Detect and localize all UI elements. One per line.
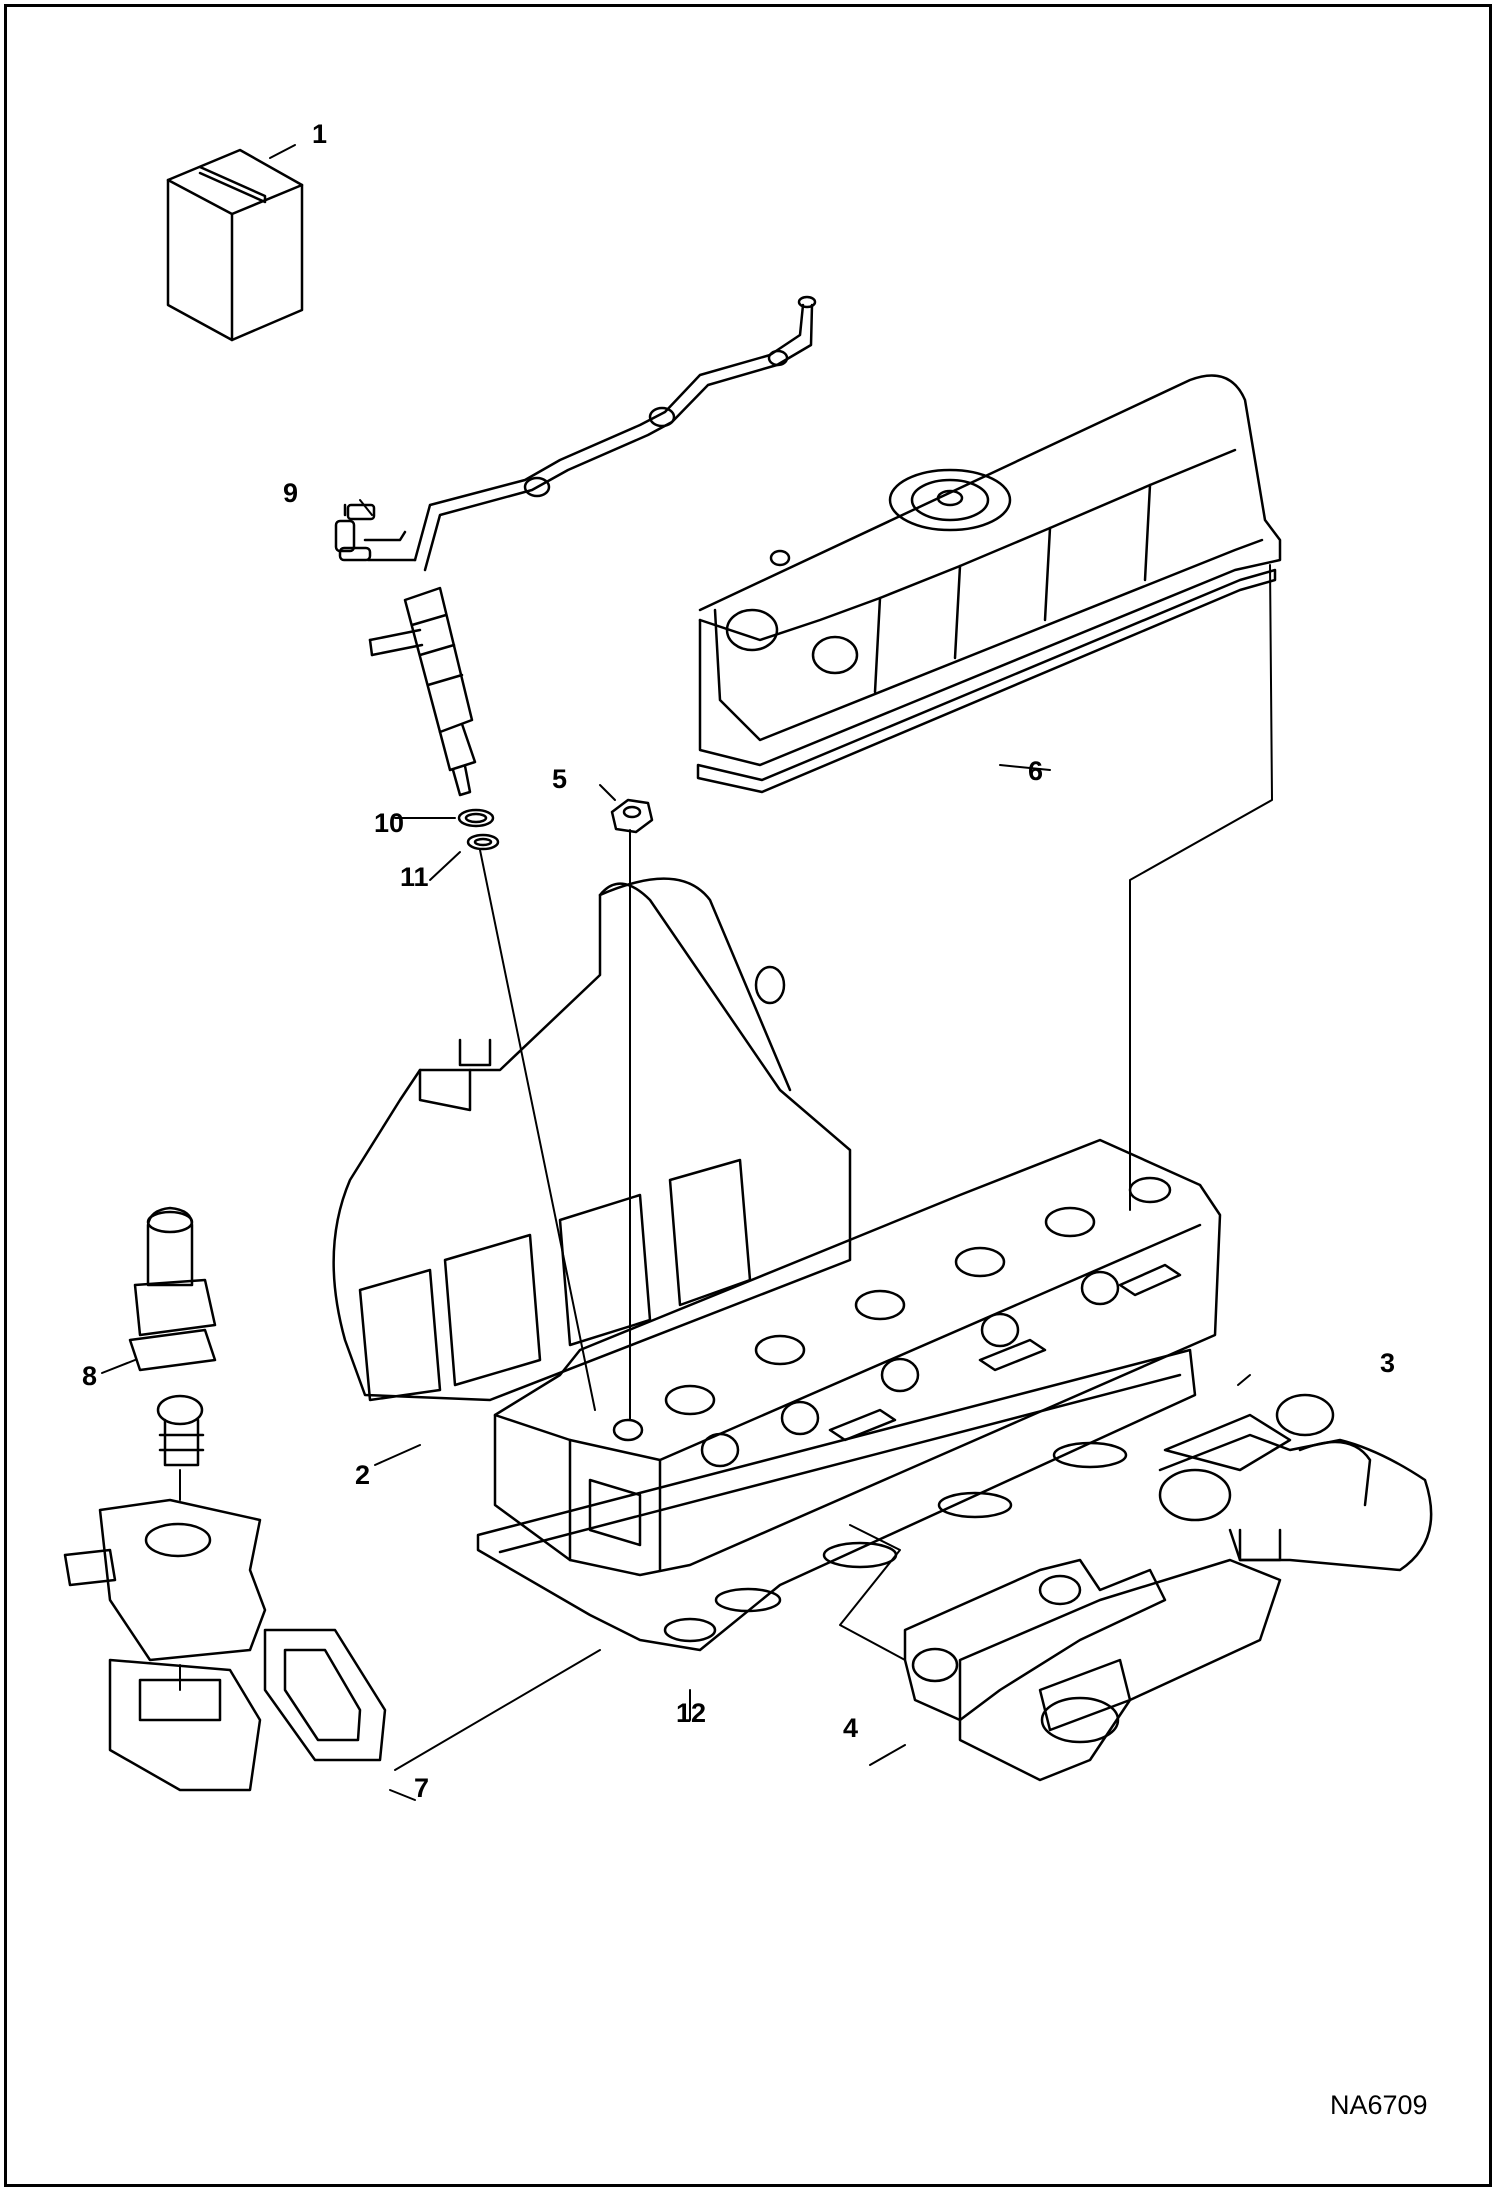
leader-lines <box>101 144 1273 1801</box>
callout-3: 3 <box>1380 1348 1396 1378</box>
intake-manifold <box>332 877 852 1402</box>
exhaust-manifold <box>958 1393 1433 1782</box>
callout-9: 9 <box>283 478 299 508</box>
callout-2: 2 <box>355 1460 371 1490</box>
thermostat-cover <box>128 1206 217 1372</box>
callout-4: 4 <box>843 1713 859 1743</box>
callout-8: 8 <box>82 1361 98 1391</box>
callout-1: 1 <box>312 119 328 149</box>
cylinder-head <box>493 1138 1222 1577</box>
callout-7: 7 <box>414 1773 430 1803</box>
callout-12: 12 <box>676 1698 707 1728</box>
injector-seals <box>457 808 500 851</box>
callout-5: 5 <box>552 764 568 794</box>
fuel-injector <box>368 586 477 797</box>
thermostat <box>156 1394 205 1467</box>
diagram-frame <box>4 4 1492 2187</box>
figure-id: NA6709 <box>1330 2090 1428 2120</box>
exhaust-gasket <box>903 1413 1292 1722</box>
callout-11: 11 <box>400 862 429 892</box>
kit-box <box>166 148 304 342</box>
outlet-gasket <box>263 1628 387 1762</box>
callout-6: 6 <box>1028 756 1044 786</box>
fuel-return-line <box>334 295 817 572</box>
nut <box>610 798 654 834</box>
water-outlet-housing <box>63 1498 267 1792</box>
head-gasket <box>476 1348 1197 1652</box>
callout-10: 10 <box>374 808 405 838</box>
valve-cover <box>696 374 1282 794</box>
